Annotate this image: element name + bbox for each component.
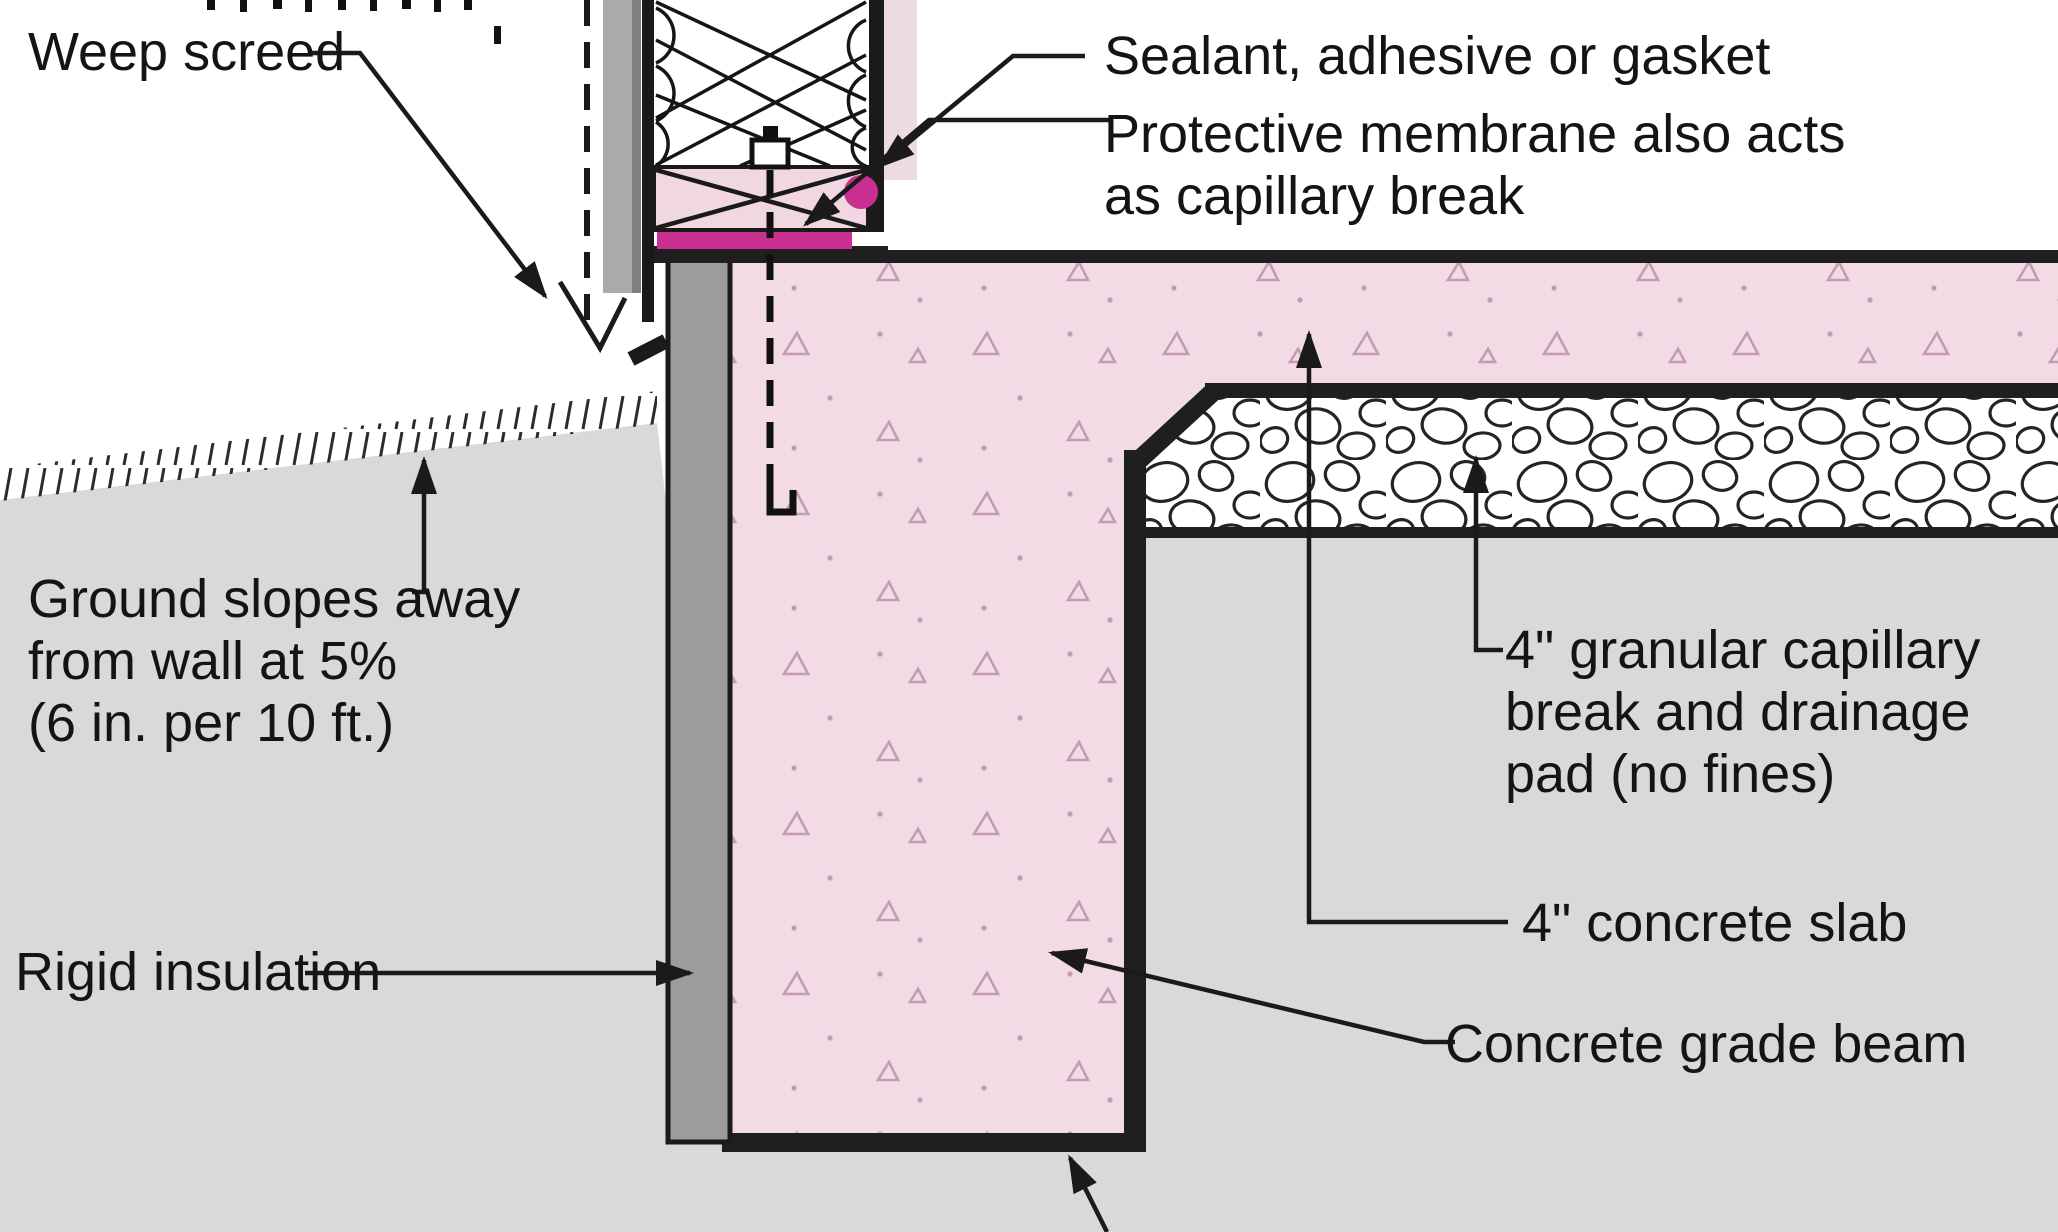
siding-inner-edge (632, 0, 641, 293)
soil-left-slope (0, 423, 668, 1232)
leader-ground-slope (411, 456, 437, 595)
weep-screed-drip (627, 334, 670, 366)
leader-lines (305, 50, 1508, 1232)
labels: Weep screed Sealant, adhesive or gasket … (15, 22, 1980, 1074)
gravel-top-line (1205, 383, 2058, 398)
slab-top-line (652, 250, 2058, 263)
wall-exterior-line (642, 0, 654, 322)
leader-weep-screed (310, 50, 548, 300)
slab-edge-chamfer (1131, 384, 1221, 468)
leader-granular-pad (1463, 455, 1503, 653)
wall-assembly (584, 0, 917, 324)
leader-grade-beam (1048, 948, 1455, 1045)
leader-membrane (802, 117, 1110, 227)
label-ground-line1: Ground slopes away (28, 569, 520, 629)
gravel-stones (1146, 397, 2058, 527)
cropped-text-remnant (207, 0, 501, 44)
label-ground-line3: (6 in. per 10 ft.) (28, 693, 394, 753)
label-rigid-insulation: Rigid insulation (15, 942, 381, 1002)
sill-gasket (657, 232, 852, 249)
label-grade-beam: Concrete grade beam (1445, 1014, 1967, 1074)
label-sealant: Sealant, adhesive or gasket (1104, 26, 1770, 86)
concrete-slab-and-grade-beam (730, 256, 2058, 1140)
grade-hatch-marks (0, 391, 657, 501)
leader-sealant (876, 53, 1085, 169)
grade-beam-right-border (1124, 450, 1146, 1152)
weep-screed-profile (557, 280, 628, 354)
leader-cutoff-bottom (1067, 1154, 1110, 1232)
gravel-bottom-line (1140, 527, 2058, 538)
label-ground-line2: from wall at 5% (28, 631, 397, 691)
label-granular-line2: break and drainage (1505, 682, 1970, 742)
label-membrane-line2: as capillary break (1104, 166, 1525, 226)
label-granular-line1: 4" granular capillary (1505, 620, 1980, 680)
wall-interior-line (869, 0, 884, 232)
anchor-bolt-hook (766, 486, 797, 516)
granular-drainage-pad (1131, 383, 2058, 538)
concrete-speckle-texture (730, 256, 2058, 1140)
label-granular-line3: pad (no fines) (1505, 744, 1835, 804)
label-weep-screed: Weep screed (28, 22, 345, 82)
weep-screed-flashing (557, 280, 670, 366)
rigid-insulation-shape (665, 253, 733, 1145)
label-concrete-slab: 4" concrete slab (1522, 893, 1907, 953)
label-membrane-line1: Protective membrane also acts (1104, 104, 1845, 164)
grade-beam-bottom-border (722, 1133, 1146, 1152)
anchor-bolt-washer (749, 137, 791, 170)
leader-concrete-slab (1296, 330, 1508, 925)
anchor-bolt (749, 126, 797, 516)
